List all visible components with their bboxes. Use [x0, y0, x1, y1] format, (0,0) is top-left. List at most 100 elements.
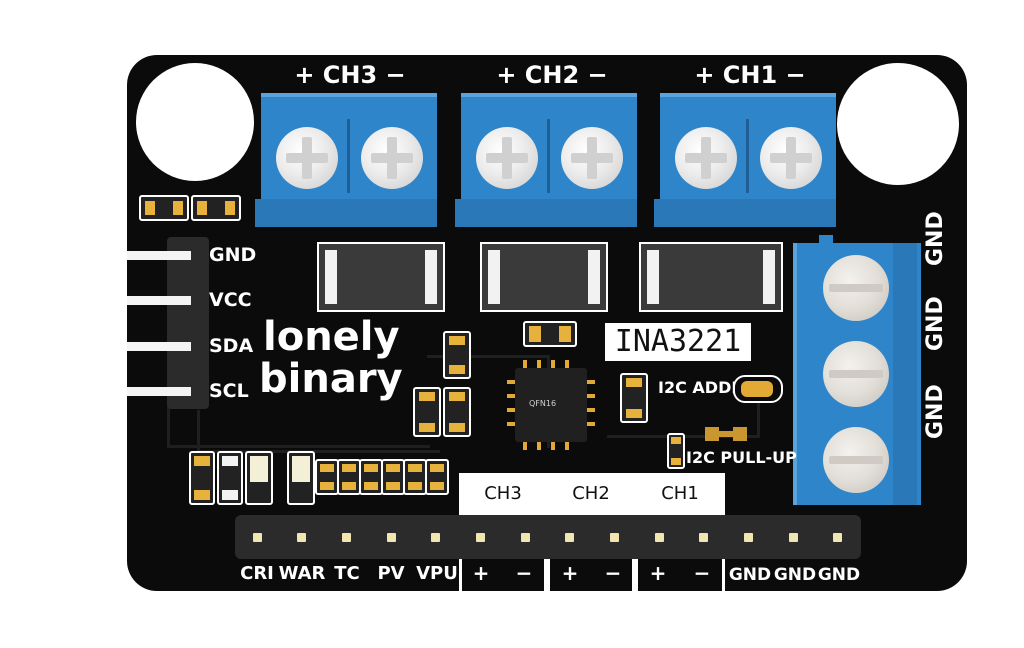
screw-icon [476, 127, 538, 189]
ch1-pin-group-label: CH1 [661, 483, 699, 504]
ch2-terminal-label: + CH2 − [496, 61, 608, 89]
gnd-label: GND [923, 211, 948, 266]
terminal-divider [746, 119, 749, 193]
smd-resistor [315, 459, 339, 495]
screw-icon [823, 341, 889, 407]
smd-resistor [667, 433, 685, 469]
header-pin[interactable] [297, 533, 306, 542]
ch3-pin-group-label: CH3 [484, 483, 522, 504]
smd-resistor [139, 195, 189, 221]
pin-label-gnd: GND [773, 565, 817, 585]
shunt-resistor-ch1 [639, 242, 783, 312]
shunt-resistor-ch2 [480, 242, 608, 312]
smd-resistor [403, 459, 427, 495]
ch1-screw-terminal[interactable] [660, 93, 836, 203]
terminal-base [455, 199, 637, 227]
screw-icon [675, 127, 737, 189]
header-pin-gnd[interactable] [127, 251, 191, 260]
header-pin[interactable] [789, 533, 798, 542]
header-pin-scl[interactable] [127, 387, 191, 396]
smd-resistor [189, 451, 215, 505]
pin-label-tc: TC [334, 563, 360, 584]
pin-label-scl: SCL [209, 380, 249, 402]
screw-icon [823, 427, 889, 493]
shunt-resistor-ch3 [317, 242, 445, 312]
smd-capacitor [443, 331, 471, 379]
brand-logo-line2: binary [259, 356, 403, 402]
terminal-divider [547, 119, 550, 193]
i2c-addr-label: I2C ADDR [658, 378, 744, 397]
header-pin[interactable] [253, 533, 262, 542]
screw-icon [276, 127, 338, 189]
header-pin[interactable] [833, 533, 842, 542]
terminal-latch [819, 235, 833, 245]
i2c-pin-header[interactable] [167, 237, 209, 409]
pin-label-vcc: VCC [209, 289, 252, 311]
i2c-pullup-label: I2C PULL-UP [686, 448, 797, 467]
pin-label-ch1-plus: + [649, 561, 667, 585]
chip-marking: QFN16 [529, 399, 557, 408]
smd-led [245, 451, 273, 505]
pin-label-sda: SDA [209, 335, 254, 357]
header-pin[interactable] [342, 533, 351, 542]
pin-label-war: WAR [278, 563, 326, 584]
terminal-divider [347, 119, 350, 193]
terminal-edge [893, 243, 917, 505]
header-pin[interactable] [565, 533, 574, 542]
terminal-base [654, 199, 836, 227]
gnd-screw-terminal[interactable] [793, 243, 921, 505]
pcb-trace [167, 385, 430, 448]
screw-icon [561, 127, 623, 189]
smd-resistor [381, 459, 405, 495]
header-pin[interactable] [699, 533, 708, 542]
header-pin-sda[interactable] [127, 342, 191, 351]
ch2-pin-group-label: CH2 [572, 483, 610, 504]
header-pin-vcc[interactable] [127, 296, 191, 305]
screw-icon [361, 127, 423, 189]
pin-label-ch2-plus: + [561, 561, 579, 585]
pcb-board: + CH3 − + CH2 − + CH1 − GND GND GND [127, 55, 967, 591]
pin-label-gnd: GND [817, 565, 861, 585]
mounting-hole-left [136, 63, 254, 181]
ch3-terminal-label: + CH3 − [294, 61, 406, 89]
smd-resistor [425, 459, 449, 495]
pin-label-ch1-minus: − [693, 561, 711, 585]
gnd-label: GND [923, 384, 948, 439]
terminal-base [255, 199, 437, 227]
smd-resistor [217, 451, 243, 505]
ch2-screw-terminal[interactable] [461, 93, 637, 203]
mounting-hole-right [837, 63, 959, 185]
bottom-pin-header[interactable] [235, 515, 861, 559]
header-pin[interactable] [744, 533, 753, 542]
smd-resistor [337, 459, 361, 495]
smd-resistor [620, 373, 648, 423]
header-pin[interactable] [655, 533, 664, 542]
chip-name-label: INA3221 [605, 323, 751, 361]
ch3-screw-terminal[interactable] [261, 93, 437, 203]
screw-icon [823, 255, 889, 321]
header-pin[interactable] [610, 533, 619, 542]
smd-resistor [191, 195, 241, 221]
header-pin[interactable] [387, 533, 396, 542]
pin-label-ch3-plus: + [472, 561, 490, 585]
pin-label-ch2-minus: − [604, 561, 622, 585]
smd-capacitor [443, 387, 471, 437]
pin-label-pv: PV [377, 563, 405, 584]
screw-icon [760, 127, 822, 189]
ch1-terminal-label: + CH1 − [694, 61, 806, 89]
header-pin[interactable] [521, 533, 530, 542]
pin-label-cri: CRI [240, 563, 274, 584]
brand-logo-line1: lonely [263, 314, 400, 360]
pcb-trace [197, 410, 440, 453]
pullup-jumper[interactable] [705, 427, 747, 441]
pin-label-ch3-minus: − [515, 561, 533, 585]
header-pin[interactable] [476, 533, 485, 542]
ina3221-chip: QFN16 [515, 368, 587, 442]
smd-led [287, 451, 315, 505]
pin-label-gnd: GND [728, 565, 772, 585]
header-pin[interactable] [431, 533, 440, 542]
i2c-addr-jumper[interactable] [733, 375, 783, 403]
pin-label-vpu: VPU [416, 563, 458, 584]
gnd-label: GND [923, 296, 948, 351]
smd-capacitor [413, 387, 441, 437]
